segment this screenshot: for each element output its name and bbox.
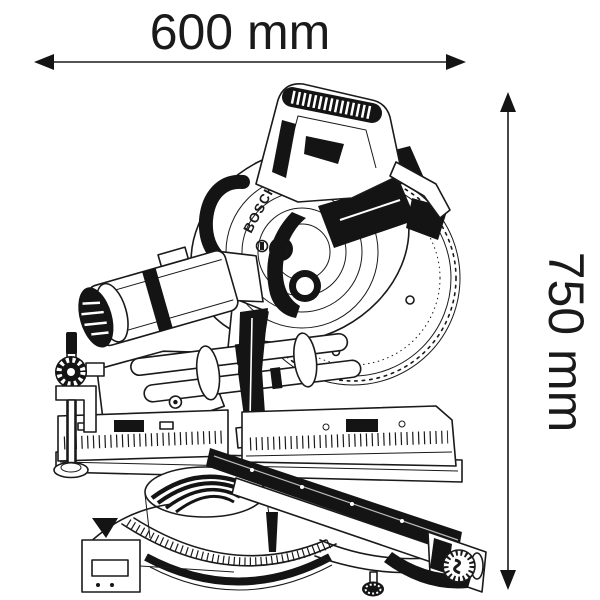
main-handle bbox=[198, 83, 451, 263]
fence-screw bbox=[398, 420, 406, 428]
rail-highlight bbox=[213, 455, 459, 541]
table-right-link bbox=[319, 539, 429, 560]
motor-vent-slot bbox=[91, 331, 109, 336]
bevel-lock-wedge bbox=[92, 518, 118, 538]
handle-front-post bbox=[272, 120, 296, 178]
clamp-rod bbox=[67, 399, 76, 465]
height-dimension: 750 mm bbox=[500, 92, 594, 590]
slide-rail bbox=[206, 448, 487, 593]
handle-grip-texture bbox=[290, 90, 374, 120]
guard-detail-line bbox=[339, 199, 401, 221]
carry-handle bbox=[198, 174, 250, 263]
fence-right-edge bbox=[245, 451, 453, 457]
fence bbox=[55, 405, 463, 483]
trigger-switch bbox=[304, 136, 344, 164]
turntable-hatch bbox=[175, 494, 235, 514]
rail-knob-detail bbox=[453, 558, 462, 575]
strut-slit bbox=[249, 317, 253, 421]
motor-band bbox=[142, 268, 173, 332]
blade-hole bbox=[405, 295, 415, 305]
strut-body bbox=[238, 308, 268, 432]
guard-pivot-clamp bbox=[318, 182, 416, 248]
rail-screw bbox=[350, 502, 354, 506]
clamp-collar bbox=[85, 362, 105, 377]
clamp-foot bbox=[53, 461, 89, 479]
tube-joint bbox=[293, 332, 318, 388]
handle-rear-support bbox=[389, 161, 451, 219]
rail-screw bbox=[300, 485, 304, 489]
clamp-knob-notches bbox=[56, 357, 86, 387]
mitre-scale-lower-edge bbox=[149, 564, 333, 591]
guard-lever bbox=[267, 212, 306, 318]
fence-left-label bbox=[114, 420, 144, 432]
motor-vent-slot bbox=[84, 321, 107, 327]
clamp-post-cap bbox=[66, 332, 77, 354]
arrow-up-icon bbox=[500, 92, 516, 112]
clamp-foot-top bbox=[60, 462, 82, 473]
height-dimension-label: 750 mm bbox=[538, 252, 594, 433]
bevel-pivot-dot bbox=[173, 399, 178, 405]
bosch-logo-icon bbox=[255, 239, 269, 253]
mitre-scale-ticks bbox=[125, 519, 333, 567]
motor-vent-slot bbox=[81, 310, 104, 316]
foot-dot bbox=[96, 583, 100, 587]
mitre-scale-inner-arc bbox=[133, 517, 327, 557]
rail-dark-bar bbox=[206, 448, 462, 554]
tube-joint bbox=[195, 345, 221, 401]
motor-vent-slot bbox=[82, 301, 101, 305]
arrow-left-icon bbox=[34, 54, 54, 70]
guard-ring-hole bbox=[296, 277, 314, 295]
clamp-knob-center bbox=[67, 368, 75, 376]
tube-collar bbox=[270, 367, 283, 390]
width-dimension-label: 600 mm bbox=[150, 4, 331, 60]
foot-dot bbox=[110, 583, 114, 587]
clamp-bracket bbox=[55, 385, 97, 433]
arrow-right-icon bbox=[446, 54, 466, 70]
leveling-foot-knurl bbox=[364, 583, 382, 595]
base bbox=[81, 503, 384, 597]
fence-left-serration bbox=[63, 430, 225, 450]
fence-screw bbox=[322, 423, 330, 431]
motor bbox=[78, 246, 264, 348]
rail-knob-knurl bbox=[443, 550, 475, 582]
arrow-down-icon bbox=[500, 570, 516, 590]
fence-right-serration bbox=[249, 430, 449, 451]
rail-screw bbox=[400, 519, 404, 523]
base-front-line bbox=[139, 565, 235, 573]
scale-pointer bbox=[266, 512, 278, 552]
foot-recess bbox=[91, 559, 129, 577]
rail-screw bbox=[250, 468, 254, 472]
fence-right-label bbox=[346, 419, 378, 432]
motor-seam bbox=[96, 258, 222, 296]
width-dimension: 600 mm bbox=[34, 4, 466, 70]
motor-label-plate bbox=[157, 246, 190, 268]
fence-slot bbox=[159, 421, 174, 430]
work-clamp bbox=[53, 332, 105, 479]
motor-seam bbox=[108, 299, 234, 337]
